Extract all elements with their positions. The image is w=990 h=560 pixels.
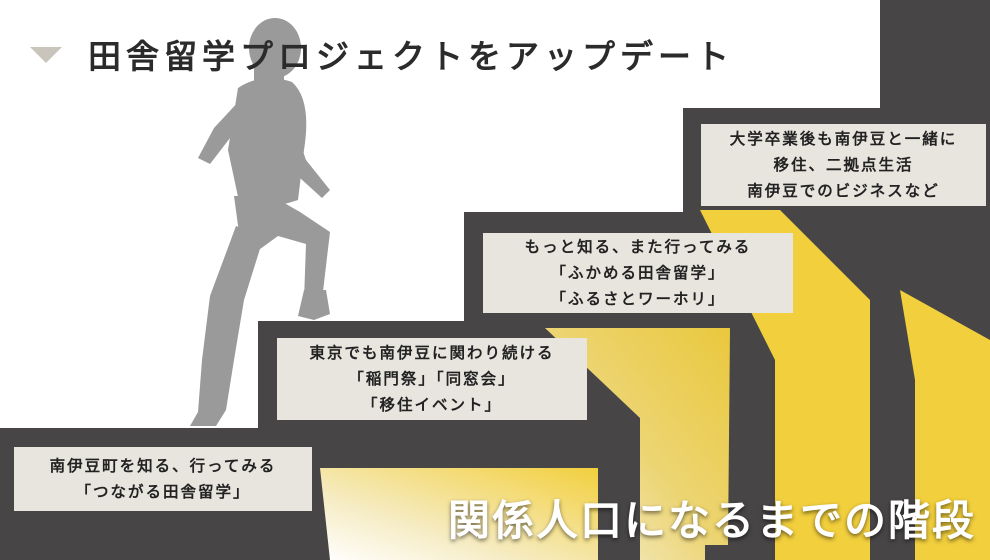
step-label-3: もっと知る、また行ってみる 「ふかめる田舎留学」 「ふるさとワーホリ」 — [483, 233, 793, 313]
down-triangle-icon — [30, 47, 62, 63]
stair-yellow-strip-3 — [700, 210, 870, 560]
step-4-line-3: 南伊豆でのビジネスなど — [747, 182, 940, 200]
step-label-4: 大学卒業後も南伊豆と一緒に 移住、二拠点生活 南伊豆でのビジネスなど — [701, 124, 986, 206]
step-4-line-1: 大学卒業後も南伊豆と一緒に — [729, 130, 958, 148]
step-2-line-1: 東京でも南伊豆に関わり続ける — [309, 344, 555, 362]
step-2-line-3: 「移住イベント」 — [361, 396, 502, 414]
step-label-1: 南伊豆町を知る、行ってみる 「つながる田舎留学」 — [14, 447, 312, 511]
bottom-caption: 関係人口になるまでの階段 — [447, 496, 976, 545]
step-3-line-3: 「ふるさとワーホリ」 — [550, 290, 726, 308]
step-3-line-1: もっと知る、また行ってみる — [524, 238, 752, 256]
walking-person-silhouette — [190, 18, 330, 426]
step-1-line-2: 「つながる田舎留学」 — [75, 483, 251, 501]
page-title: 田舎留学プロジェクトをアップデート — [88, 37, 734, 76]
stair-yellow-strip-2 — [545, 328, 730, 560]
step-1-line-1: 南伊豆町を知る、行ってみる — [49, 457, 277, 475]
step-3-line-2: 「ふかめる田舎留学」 — [550, 264, 726, 282]
header: 田舎留学プロジェクトをアップデート — [30, 28, 734, 80]
stair-yellow-strip-4 — [900, 290, 990, 560]
stair-yellow-strip-1 — [320, 468, 598, 560]
step-2-line-2: 「稲門祭」「同窓会」 — [348, 370, 516, 388]
step-4-line-2: 移住、二拠点生活 — [773, 156, 914, 174]
step-label-2: 東京でも南伊豆に関わり続ける 「稲門祭」「同窓会」 「移住イベント」 — [277, 338, 587, 420]
